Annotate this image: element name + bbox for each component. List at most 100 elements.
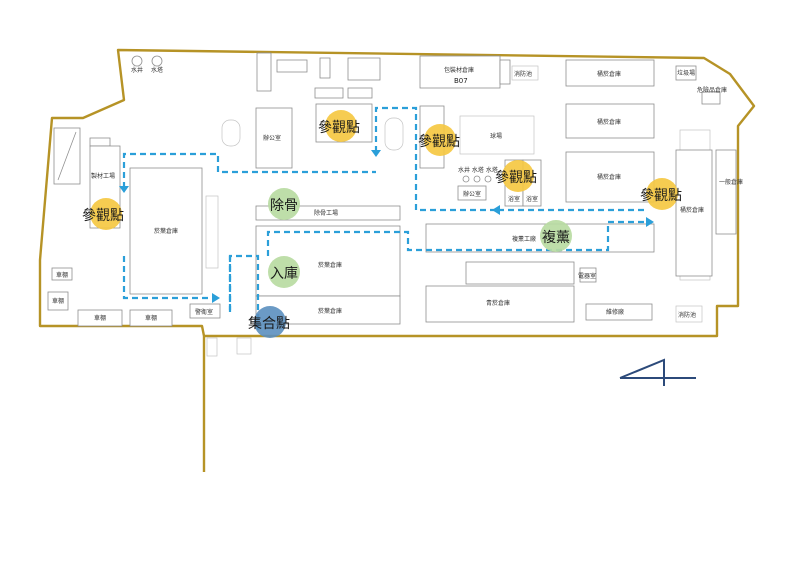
ground-area-5	[236, 337, 252, 355]
viewpoint-3[interactable]: 參觀點	[495, 160, 537, 192]
leaf-store-top-label: 桶菸倉庫	[597, 70, 621, 78]
route-segment-4	[122, 256, 214, 300]
gathering-point-label: 集合點	[248, 315, 290, 332]
repair-shop	[585, 303, 653, 321]
viewpoint-4-label: 參觀點	[640, 188, 682, 204]
electric-room	[579, 267, 597, 283]
ball-field	[459, 115, 535, 155]
garage-3	[77, 309, 123, 327]
leaf-store-mid-right-label: 桶菸倉庫	[597, 118, 621, 126]
packaging-annex	[499, 59, 511, 85]
leaf-store-mid-right-2-label: 桶菸倉庫	[597, 173, 621, 181]
green-store	[425, 285, 575, 323]
tank-top-left-diagonal	[57, 131, 77, 181]
small-tank-c	[484, 175, 492, 183]
viewpoint-3-label: 參觀點	[495, 170, 537, 186]
fire-pool-2	[675, 305, 703, 323]
garage-2	[47, 291, 69, 311]
ground-area-2	[384, 117, 404, 151]
leaf-store-center-1-label: 菸葉倉庫	[318, 261, 342, 269]
leaf-store-big	[129, 167, 203, 295]
garage-3-label: 車棚	[94, 314, 106, 322]
gathering-point[interactable]: 集合點	[248, 306, 290, 338]
small-tank-b	[473, 175, 481, 183]
viewpoint-2-circle	[424, 124, 456, 156]
route-segment-3	[266, 220, 648, 256]
storage-point-circle	[268, 256, 300, 288]
ground-area-3	[205, 195, 219, 269]
route-arrow-right	[646, 217, 654, 227]
shed-3	[319, 57, 331, 79]
leaf-store-big-label: 菸葉倉庫	[154, 227, 178, 235]
fire-pool-2-label: 消防池	[678, 311, 696, 319]
viewpoint-1-label: 參觀點	[318, 120, 360, 136]
well-label: 水井	[131, 66, 143, 74]
shed-4	[347, 57, 381, 81]
hangar	[675, 65, 697, 81]
ball-field-label: 球場	[490, 132, 502, 140]
packaging-store-code: B07	[454, 77, 468, 85]
route-arrow-bottom-right	[212, 293, 220, 303]
leaf-store-top	[565, 59, 655, 87]
viewpoint-2[interactable]: 參觀點	[418, 124, 460, 156]
garage-4-label: 車棚	[145, 314, 157, 322]
shed-5	[314, 87, 344, 99]
viewpoint-5-circle	[90, 198, 122, 230]
route-segment-6	[374, 106, 498, 212]
well-tower-2-label: 水井 水塔 水塔	[458, 166, 498, 174]
material-factory-top	[89, 137, 111, 147]
viewpoint-1-circle	[325, 110, 357, 142]
garage-4	[129, 309, 173, 327]
garage-2-label: 車棚	[52, 297, 64, 305]
viewpoint-2-label: 參觀點	[418, 134, 460, 150]
ground-area-6	[206, 337, 218, 357]
viewpoint-5[interactable]: 參觀點	[82, 198, 124, 230]
deboning-point[interactable]: 除骨	[268, 188, 300, 220]
storage-point[interactable]: 入庫	[268, 256, 300, 288]
fire-pool-1-label: 消防池	[514, 70, 532, 78]
office-1-label: 辦公室	[263, 134, 281, 142]
green-store-label: 青菸倉庫	[486, 299, 510, 307]
well-tank	[131, 55, 143, 67]
deboning-point-circle	[268, 188, 300, 220]
hazard-store-label: 危險品倉庫	[697, 86, 727, 94]
viewpoint-4-circle	[646, 178, 678, 210]
office-1	[255, 107, 293, 169]
water-tower-label: 水塔	[151, 66, 163, 74]
leaf-store-mid-right	[565, 103, 655, 139]
bath-2-label: 浴室	[526, 195, 538, 203]
redry-factory-label: 複薰工廠	[512, 235, 536, 243]
viewpoint-5-label: 參觀點	[82, 208, 124, 224]
leaf-store-far-right-label: 桶菸倉庫	[680, 206, 704, 214]
small-tank-a	[462, 175, 470, 183]
electric-room-label: 電器室	[578, 272, 596, 280]
redrying-point-circle	[540, 220, 572, 252]
viewpoint-1[interactable]: 參觀點	[318, 110, 360, 142]
guard-room-label: 警衛室	[195, 308, 213, 316]
general-store	[715, 149, 737, 235]
viewpoint-3-circle	[502, 160, 534, 192]
garage-1	[51, 267, 73, 281]
office-2	[457, 185, 487, 201]
hangar-label: 垃圾場	[677, 69, 695, 77]
shed-1	[256, 52, 272, 92]
fire-pool-1	[511, 65, 539, 81]
hazard-store	[701, 91, 721, 105]
redry-annex	[465, 261, 575, 285]
storage-point-label: 入庫	[270, 265, 298, 282]
bath-1-label: 浴室	[508, 195, 520, 203]
redry-factory	[425, 223, 655, 253]
garage-1-label: 車棚	[56, 271, 68, 279]
route-arrow-left-down	[119, 186, 129, 193]
viewpoint-4[interactable]: 參觀點	[640, 178, 682, 210]
redrying-point-label: 複薰	[542, 229, 570, 246]
guard-room	[189, 303, 221, 319]
water-tower-tank	[151, 55, 163, 67]
shed-2	[276, 59, 308, 73]
redrying-point[interactable]: 複薰	[540, 220, 572, 252]
shed-6	[347, 87, 373, 99]
leaf-store-far-right	[675, 149, 713, 277]
north-arrow-icon	[619, 358, 696, 386]
site-boundary	[38, 48, 756, 472]
